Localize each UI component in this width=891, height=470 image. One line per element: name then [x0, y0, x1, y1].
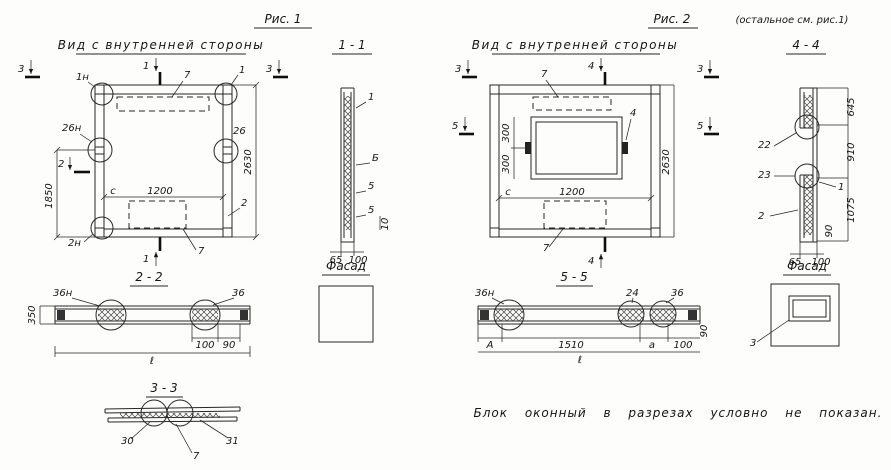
fig2-dim-c: с	[505, 187, 511, 198]
fig1-s11-dim-65: 65	[330, 255, 343, 266]
fig2-facade: Фасад 3	[750, 259, 840, 349]
fig1-balloon-26n: 26н	[62, 123, 82, 134]
fig2-balloon-24: 24	[626, 288, 639, 299]
fig2-s44-dim-90: 90	[824, 225, 835, 238]
fig2-facade-label-3: 3	[750, 338, 756, 349]
fig1-section-1-1: 1 Б 5 5 65 100 10	[330, 87, 391, 266]
fig1-dimensions: 1200 с 1850 2630	[44, 81, 260, 241]
fig1-dim-2630: 2630	[243, 149, 254, 174]
fig2-label-7-top: 7	[541, 69, 548, 80]
fig2-s44-dim-65: 65	[789, 257, 802, 268]
fig1-dim-c: с	[110, 186, 116, 197]
fig2-s55-dim-A: А	[486, 340, 494, 351]
fig1-label-1: 1	[239, 65, 245, 76]
fig2-cut-markers: 3 3 4 4 5 5	[452, 58, 719, 268]
fig2-s44-dim-645: 645	[846, 97, 857, 116]
fig1-s11-label-b: Б	[372, 153, 379, 164]
fig1-balloon-2n: 2н	[68, 238, 81, 249]
fig1-balloon-36n: 36н	[53, 288, 73, 299]
fig1-label-2: 2	[241, 198, 247, 209]
fig1-s11-dim-100: 100	[348, 255, 367, 266]
fig2-s44-dim-910: 910	[846, 142, 857, 161]
fig2-section-4-4: 22 23 1 2 645 910 1075 65 100 90	[758, 87, 857, 268]
fig1: Рис. 1 Вид с внутренней стороны 1 - 1 3	[18, 12, 391, 462]
fig2-marker-5-right: 5	[697, 121, 703, 132]
fig1-section-3-3: 3 - 3 30 31 7	[104, 381, 241, 462]
fig1-dim-1850: 1850	[44, 183, 55, 208]
fig1-s11-dim-10: 10	[380, 218, 391, 231]
fig2-s44-label-2: 2	[758, 211, 764, 222]
fig1-label-7-bottom: 7	[198, 246, 205, 257]
fig1-balloon-26: 26	[233, 126, 246, 137]
fig2-marker-4-bottom: 4	[588, 256, 594, 267]
fig2-dim-1200: 1200	[559, 187, 584, 198]
fig1-facade: Фасад	[318, 259, 374, 343]
fig1-s33-label-30: 30	[121, 436, 134, 447]
fig2-s55-dim-1510: 1510	[558, 340, 583, 351]
fig2-marker-5-left: 5	[452, 121, 458, 132]
fig1-subtitle: Вид с внутренней стороны	[58, 38, 264, 52]
fig1-marker-2-left: 2	[58, 159, 64, 170]
fig1-cut-markers: 3 1 3 2 1	[18, 58, 288, 266]
fig1-panel-linework	[94, 84, 233, 238]
fig2-marker-3-right: 3	[697, 64, 703, 75]
fig2-s55-dim-100: 100	[673, 340, 692, 351]
fig1-balloon-36: 36	[232, 288, 245, 299]
fig1-title: Рис. 1	[265, 12, 302, 26]
fig2-dim-2630: 2630	[661, 149, 672, 174]
fig2-subtitle: Вид с внутренней стороны	[472, 38, 678, 52]
fig2-balloon-36n: 36н	[475, 288, 495, 299]
fig2-section-5-5: 5 - 5 36н 24 36	[475, 270, 710, 366]
fig2-section-5-5-title: 5 - 5	[560, 270, 587, 284]
fig2: Рис. 2 (остальное см. рис.1) Вид с внутр…	[452, 12, 883, 420]
fig1-s22-dim-90: 90	[223, 340, 236, 351]
fig1-dim-1200: 1200	[147, 186, 172, 197]
fig1-section-1-1-title: 1 - 1	[338, 38, 365, 52]
fig1-balloons: 1н 26н 2н 26 1 7 2 7	[62, 65, 247, 257]
fig2-section-4-4-title: 4 - 4	[792, 38, 819, 52]
fig1-section-2-2: 2 - 2 36н 36 350 100	[27, 270, 251, 367]
fig1-s33-label-7: 7	[193, 451, 200, 462]
fig2-s55-dim-L: ℓ	[578, 355, 582, 366]
fig2-s44-dim-100: 100	[811, 257, 830, 268]
fig2-balloon-22: 22	[758, 140, 771, 151]
fig1-balloon-1n: 1н	[76, 72, 89, 83]
fig2-marker-4-top: 4	[588, 61, 594, 72]
fig1-s33-label-31: 31	[226, 436, 239, 447]
fig1-s11-label-5a: 5	[368, 181, 374, 192]
fig1-marker-1-top: 1	[143, 61, 149, 72]
fig1-marker-3-right: 3	[266, 64, 272, 75]
fig1-s22-dim-350: 350	[27, 305, 38, 324]
fig2-bottom-note: Блок оконный в разрезах условно не показ…	[474, 406, 883, 420]
fig1-marker-1-bottom: 1	[143, 254, 149, 265]
fig2-dim-300a: 300	[501, 123, 512, 142]
fig2-dim-300b: 300	[501, 154, 512, 173]
fig2-s55-dim-90: 90	[699, 325, 710, 338]
fig2-marker-3-left: 3	[455, 64, 461, 75]
fig2-balloon-23: 23	[758, 170, 771, 181]
fig2-title-note: (остальное см. рис.1)	[736, 15, 849, 26]
fig2-label-7-bottom: 7	[543, 243, 550, 254]
fig2-s55-dim-a: а	[649, 340, 655, 351]
fig2-title: Рис. 2	[654, 12, 691, 26]
fig2-s44-dim-1075: 1075	[846, 197, 857, 222]
fig1-s22-dim-L: ℓ	[150, 356, 154, 367]
fig1-facade-title: Фасад	[326, 259, 366, 273]
fig2-facade-title: Фасад	[787, 259, 827, 273]
fig1-s22-dim-100: 100	[195, 340, 214, 351]
fig2-s44-label-1: 1	[838, 182, 844, 193]
fig1-label-7-top: 7	[184, 70, 191, 81]
fig1-section-2-2-title: 2 - 2	[135, 270, 162, 284]
fig1-section-3-3-title: 3 - 3	[150, 381, 177, 395]
fig2-dimensions: 300 300 1200 с 2630	[495, 84, 675, 238]
fig2-label-4: 4	[630, 108, 636, 119]
fig2-balloon-36: 36	[671, 288, 684, 299]
fig1-marker-3-left: 3	[18, 64, 24, 75]
fig2-labels: 7 4 7	[541, 69, 636, 254]
fig1-s11-label-5b: 5	[368, 205, 374, 216]
fig1-s11-label-1: 1	[368, 92, 374, 103]
